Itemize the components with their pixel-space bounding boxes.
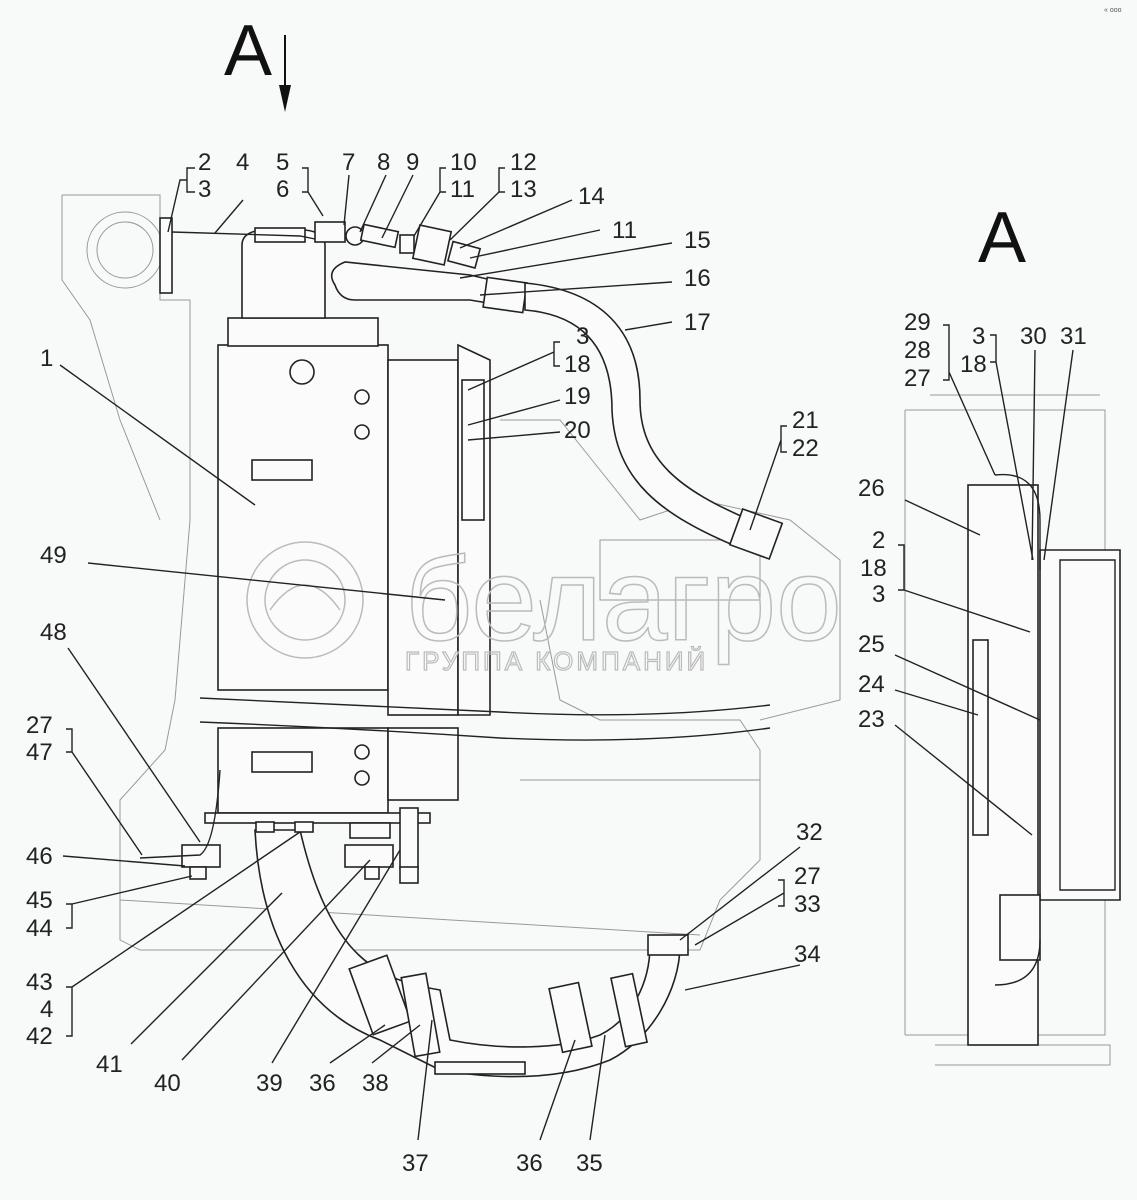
callout-25: 25 <box>858 631 885 658</box>
callout-17: 17 <box>684 309 711 336</box>
callout-48: 48 <box>40 619 67 646</box>
callout-36b: 36 <box>516 1150 543 1177</box>
callout-2: 2 <box>198 149 211 176</box>
callout-47: 47 <box>26 739 53 766</box>
view-a-letter: A <box>224 11 272 91</box>
view-a-marker: A <box>224 11 291 112</box>
callout-11b: 11 <box>612 217 637 244</box>
break-line-top <box>199 697 771 716</box>
callout-14: 14 <box>578 183 605 210</box>
callout-20: 20 <box>564 417 591 444</box>
view-arrow-head <box>279 85 291 112</box>
callout-32: 32 <box>796 819 823 846</box>
callout-28: 28 <box>904 337 931 364</box>
callout-18b: 18 <box>960 351 987 378</box>
callout-24: 24 <box>858 671 885 698</box>
callout-15: 15 <box>684 227 711 254</box>
section-a-letter: A <box>978 198 1026 278</box>
callout-19: 19 <box>564 383 591 410</box>
callout-33: 33 <box>794 891 821 918</box>
bottom-hose-assembly <box>254 821 689 1078</box>
callout-35: 35 <box>576 1150 603 1177</box>
callout-1: 1 <box>40 345 53 372</box>
expansion-tank <box>204 227 431 824</box>
callout-36a: 36 <box>309 1070 336 1097</box>
leader-lines <box>59 167 1074 1141</box>
callout-46: 46 <box>26 843 53 870</box>
callout-38: 38 <box>362 1070 389 1097</box>
callout-27: 27 <box>26 712 53 739</box>
corner-mark: « ооо <box>1104 7 1122 14</box>
mount-hardware <box>139 769 419 884</box>
callout-7: 7 <box>342 149 355 176</box>
callout-42: 42 <box>26 1023 53 1050</box>
callout-39: 39 <box>256 1070 283 1097</box>
callout-23: 23 <box>858 706 885 733</box>
callout-5: 5 <box>276 149 289 176</box>
callout-21: 21 <box>792 407 819 434</box>
radiator <box>387 343 491 801</box>
callout-18c: 18 <box>860 555 887 582</box>
callout-37: 37 <box>402 1150 429 1177</box>
callout-18: 18 <box>564 351 591 378</box>
callout-31: 31 <box>1060 323 1087 350</box>
callout-3-upper: 3 <box>576 323 589 350</box>
watermark-brand: белагро <box>405 534 842 666</box>
callout-3d: 3 <box>872 581 885 608</box>
callout-45: 45 <box>26 887 53 914</box>
callout-12: 12 <box>510 149 537 176</box>
callout-3c: 3 <box>972 323 985 350</box>
callout-13: 13 <box>510 176 537 203</box>
callout-2b: 2 <box>872 527 885 554</box>
callout-43: 43 <box>26 969 53 996</box>
callout-26: 26 <box>858 475 885 502</box>
callout-8: 8 <box>377 149 390 176</box>
callout-27c: 27 <box>904 365 931 392</box>
callout-4b: 4 <box>40 996 53 1023</box>
callout-30: 30 <box>1020 323 1047 350</box>
callout-6: 6 <box>276 176 289 203</box>
callout-labels: 2 3 4 5 6 7 8 9 10 11 12 13 14 11 15 16 … <box>26 149 1087 1177</box>
callout-10: 10 <box>450 149 477 176</box>
callout-4: 4 <box>236 149 249 176</box>
section-a-view <box>904 394 1121 1066</box>
callout-9: 9 <box>406 149 419 176</box>
callout-11: 11 <box>450 176 475 203</box>
top-hose-assembly <box>159 217 784 561</box>
callout-44: 44 <box>26 915 53 942</box>
callout-16: 16 <box>684 265 711 292</box>
callout-49: 49 <box>40 542 67 569</box>
break-line-bottom <box>199 721 771 741</box>
callout-27b: 27 <box>794 863 821 890</box>
callout-22: 22 <box>792 435 819 462</box>
callout-40: 40 <box>154 1070 181 1097</box>
watermark: белагро ГРУППА КОМПАНИЙ <box>246 533 843 677</box>
callout-29: 29 <box>904 309 931 336</box>
callout-34: 34 <box>794 941 821 968</box>
watermark-subtitle: ГРУППА КОМПАНИЙ <box>405 646 708 676</box>
callout-41: 41 <box>96 1051 123 1078</box>
callout-3: 3 <box>198 176 211 203</box>
